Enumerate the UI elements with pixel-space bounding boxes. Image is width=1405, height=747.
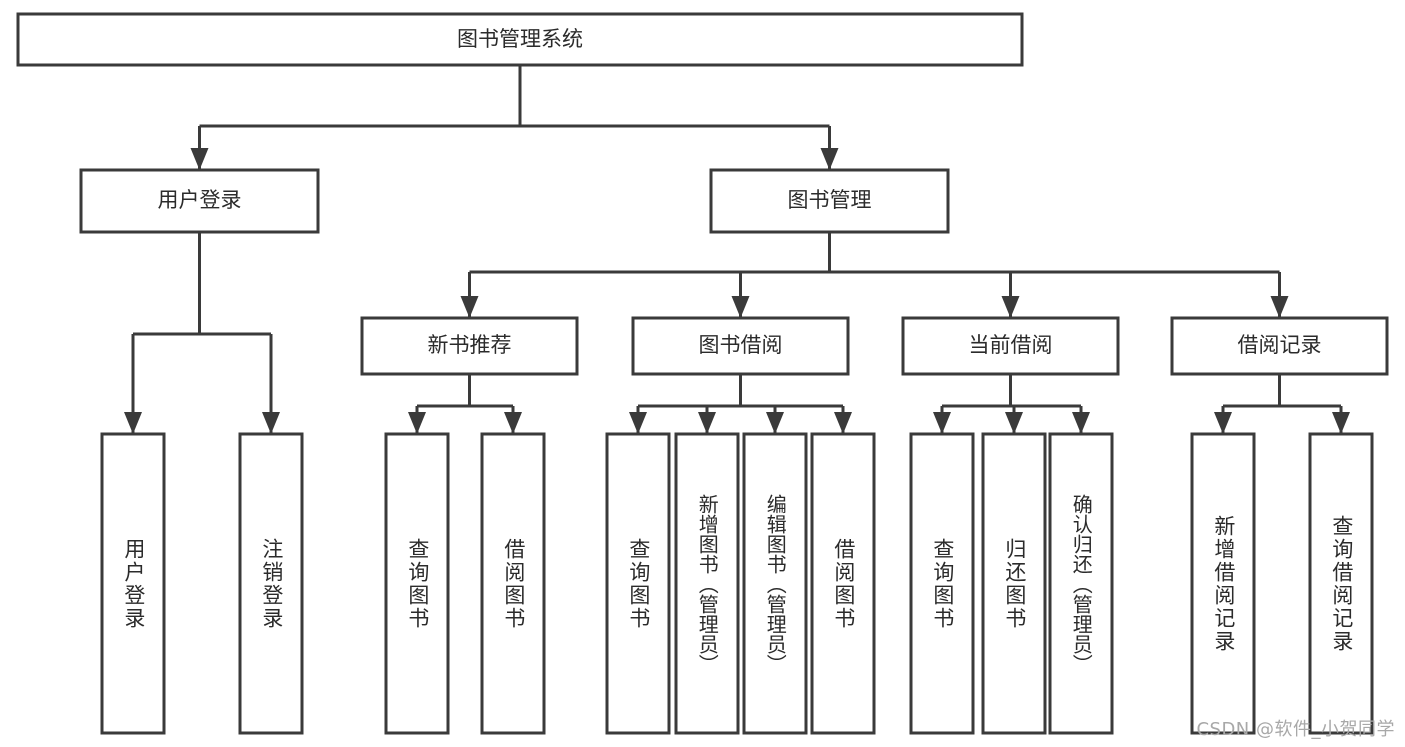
- arrowhead-icon-leaf-borrow-book-recommend: [504, 412, 522, 434]
- node-box-leaf-return-book[interactable]: [981, 432, 1047, 735]
- arrowhead-icon-leaf-return-book: [1005, 412, 1023, 434]
- node-box-book-management[interactable]: [709, 168, 950, 234]
- node-box-leaf-add-borrow-record[interactable]: [1190, 432, 1256, 735]
- arrowhead-icon-leaf-query-book-borrow: [629, 412, 647, 434]
- node-box-leaf-query-book-recommend[interactable]: [384, 432, 450, 735]
- arrowhead-icon-leaf-query-book-recommend: [408, 412, 426, 434]
- arrowhead-icon-current-borrow: [1001, 296, 1020, 318]
- node-box-book-borrow[interactable]: [631, 316, 850, 376]
- watermark-text: CSDN @软件_小贺同学: [1196, 719, 1395, 740]
- arrowhead-icon-leaf-user-login: [124, 412, 142, 434]
- arrowhead-icon-leaf-add-borrow-record: [1214, 412, 1232, 434]
- node-box-leaf-borrow-book-recommend[interactable]: [480, 432, 546, 735]
- node-box-leaf-confirm-return-admin[interactable]: [1048, 432, 1114, 735]
- arrowhead-icon-user-login: [190, 148, 209, 170]
- node-box-borrow-records[interactable]: [1170, 316, 1389, 376]
- node-box-leaf-borrow-book[interactable]: [810, 432, 876, 735]
- arrowhead-icon-book-borrow: [731, 296, 750, 318]
- node-box-root[interactable]: [16, 12, 1024, 67]
- arrowhead-icon-leaf-edit-book-admin: [766, 412, 784, 434]
- node-box-leaf-add-book-admin[interactable]: [674, 432, 740, 735]
- node-box-new-book-recommend[interactable]: [360, 316, 579, 376]
- node-box-current-borrow[interactable]: [901, 316, 1120, 376]
- node-boxes: [16, 12, 1389, 735]
- node-box-user-login[interactable]: [79, 168, 320, 234]
- arrowhead-icon-leaf-user-logout: [262, 412, 280, 434]
- arrowhead-icon-leaf-borrow-book: [834, 412, 852, 434]
- arrowhead-icon-new-book-recommend: [460, 296, 479, 318]
- arrowhead-icon-leaf-add-book-admin: [698, 412, 716, 434]
- arrowhead-icon-leaf-query-book-current: [933, 412, 951, 434]
- arrowhead-icon-leaf-query-borrow-record: [1332, 412, 1350, 434]
- arrowhead-icon-book-management: [820, 148, 839, 170]
- node-box-leaf-query-book-current[interactable]: [909, 432, 975, 735]
- node-box-leaf-user-login[interactable]: [100, 432, 166, 735]
- node-box-leaf-query-borrow-record[interactable]: [1308, 432, 1374, 735]
- node-box-leaf-query-book-borrow[interactable]: [605, 432, 671, 735]
- connector-lines: [124, 65, 1350, 434]
- node-box-leaf-edit-book-admin[interactable]: [742, 432, 808, 735]
- arrowhead-icon-leaf-confirm-return-admin: [1072, 412, 1090, 434]
- node-box-leaf-user-logout[interactable]: [238, 432, 304, 735]
- arrowhead-icon-borrow-records: [1270, 296, 1289, 318]
